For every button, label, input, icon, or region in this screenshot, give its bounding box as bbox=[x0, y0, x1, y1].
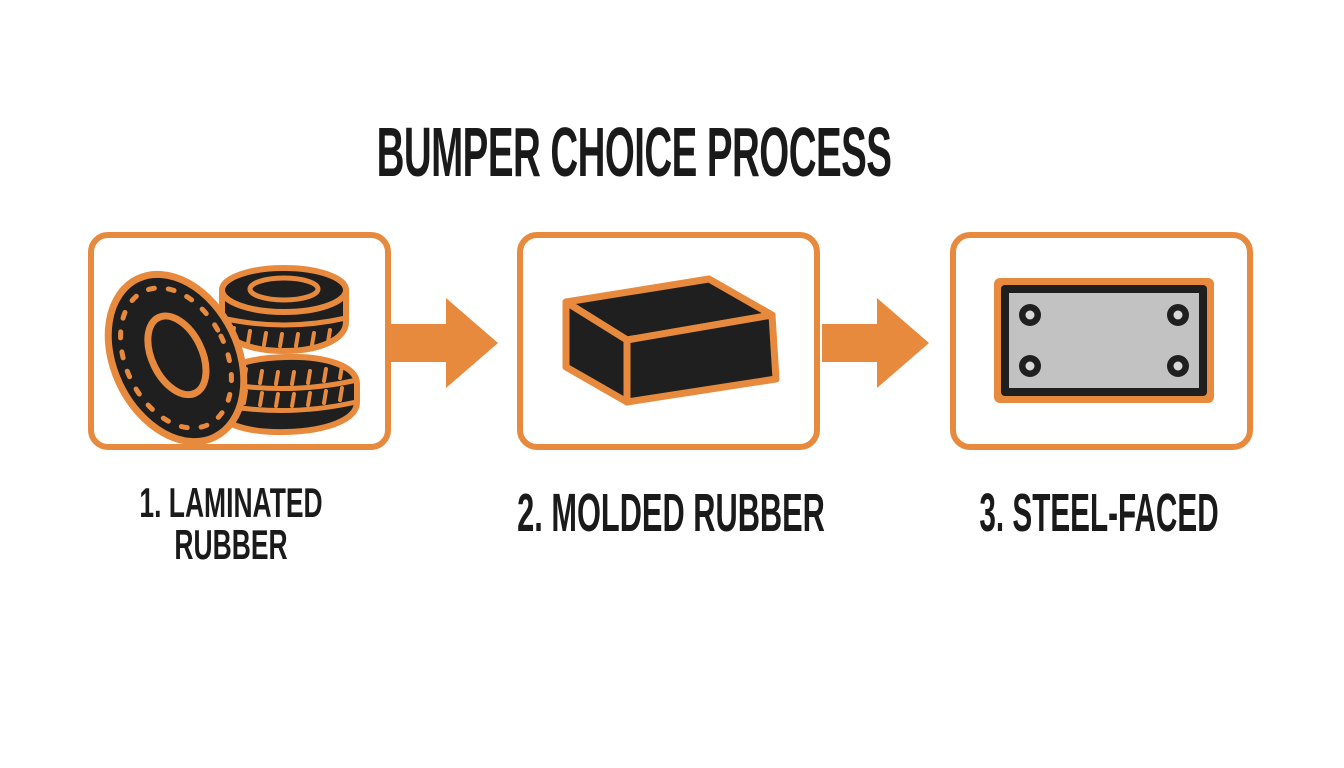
step-label-laminated-rubber: 1. LAMINATED RUBBER bbox=[139, 482, 322, 566]
rubber-block-icon bbox=[562, 275, 780, 406]
arrow-right-icon bbox=[391, 298, 498, 388]
tire-stack-icon bbox=[104, 265, 360, 444]
step-card-laminated-rubber bbox=[88, 232, 391, 450]
step-label-steel-faced: 3. STEEL-FACED bbox=[979, 486, 1218, 540]
step-label-line: 1. LAMINATED bbox=[139, 479, 323, 526]
page-title: BUMPER CHOICE PROCESS bbox=[376, 113, 892, 191]
arrow-right-icon bbox=[822, 298, 929, 388]
step-card-molded-rubber bbox=[517, 232, 820, 450]
step-label-line: 3. STEEL-FACED bbox=[979, 483, 1219, 543]
step-label-line: 2. MOLDED RUBBER bbox=[517, 483, 825, 543]
step-label-line: RUBBER bbox=[174, 521, 288, 568]
steel-plate-icon bbox=[994, 278, 1214, 403]
step-label-molded-rubber: 2. MOLDED RUBBER bbox=[517, 486, 825, 540]
step-card-steel-faced bbox=[950, 232, 1253, 450]
